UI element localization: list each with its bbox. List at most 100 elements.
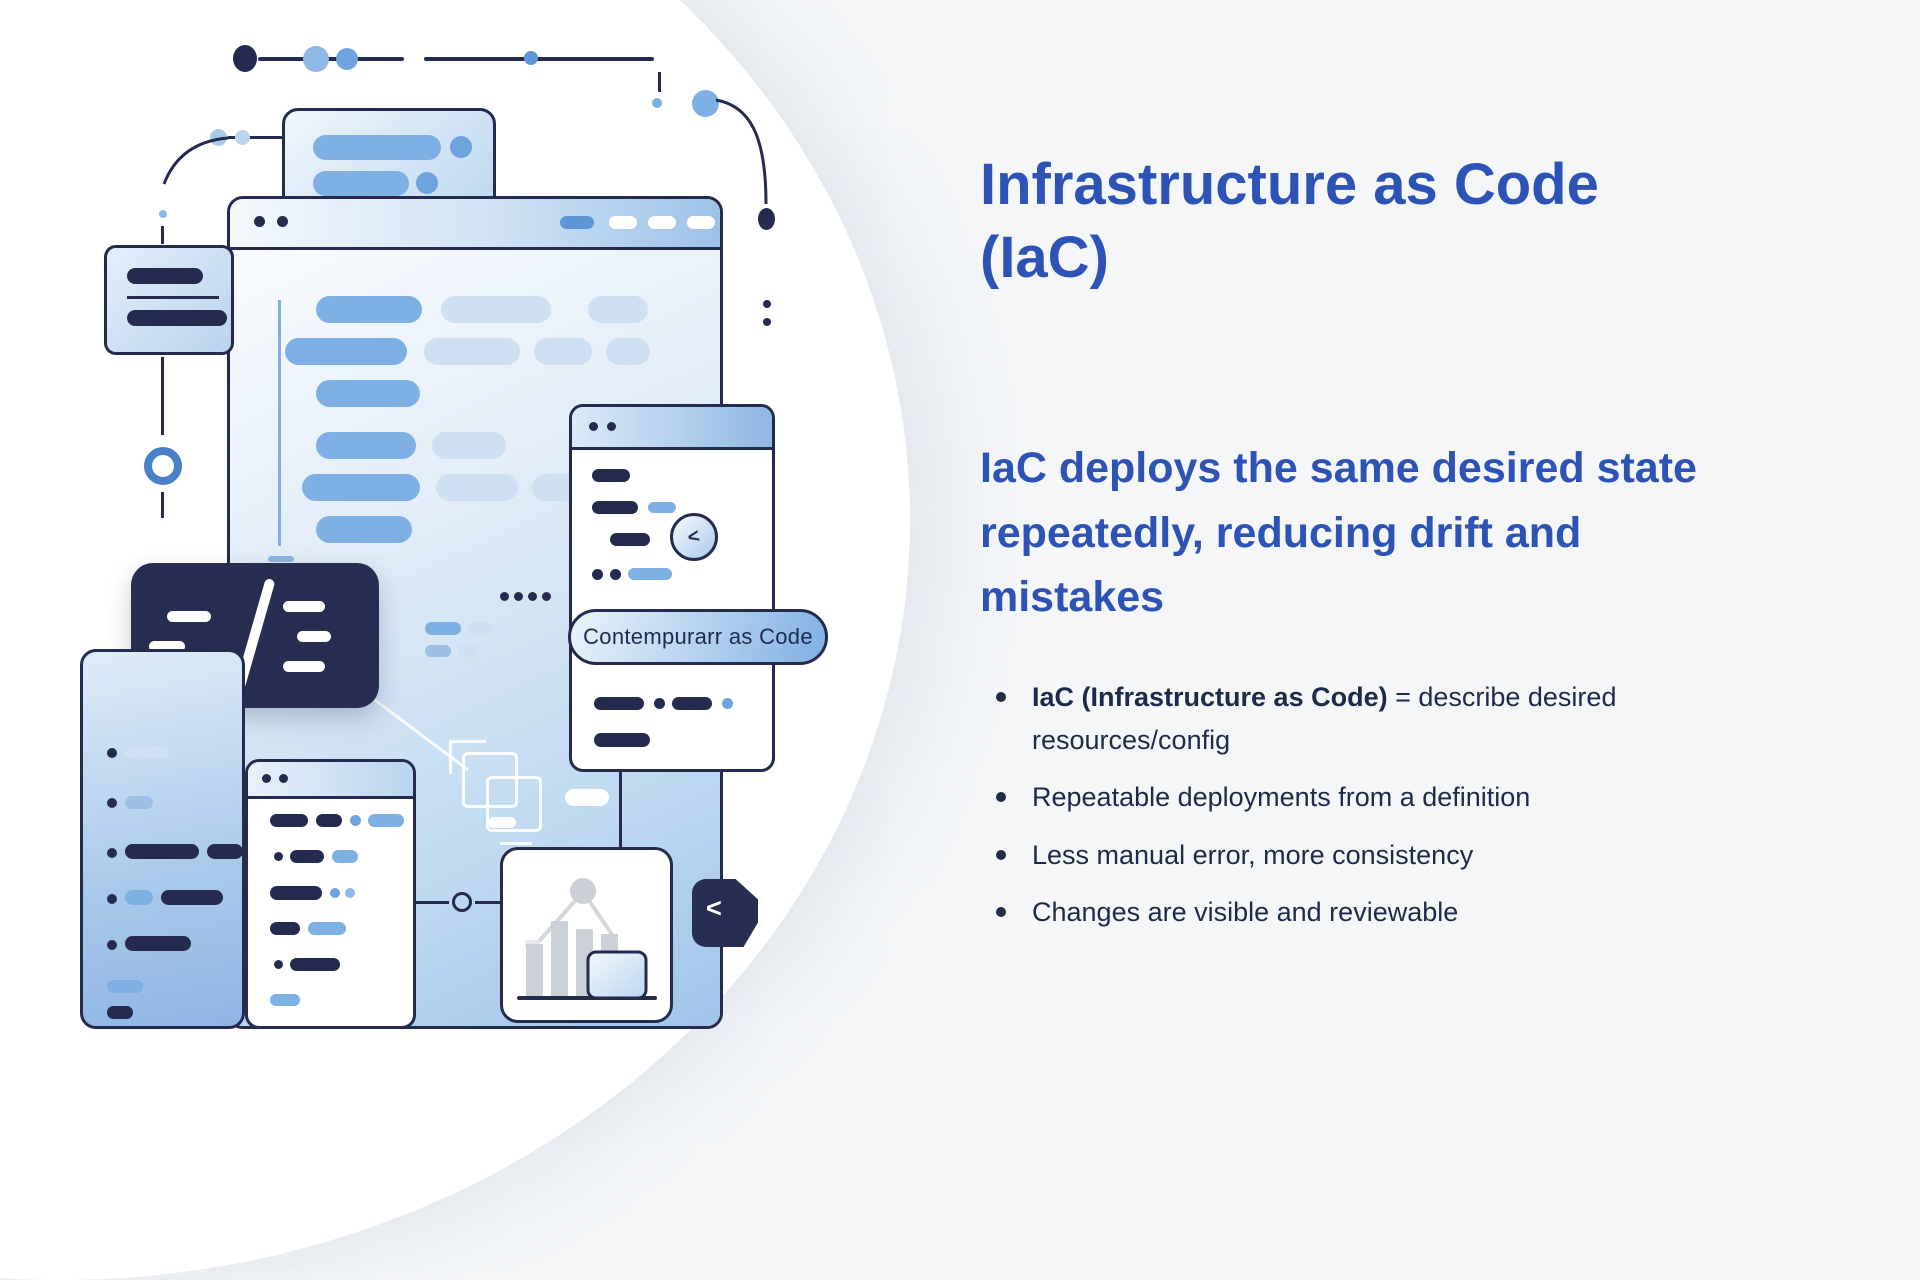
code-dot	[450, 136, 472, 158]
titlebar-pill	[609, 216, 637, 229]
browser-titlebar	[230, 199, 720, 250]
code-line	[432, 432, 506, 459]
code-line	[125, 746, 169, 759]
slide-root: < Contempurarr as Code < Infrastructure …	[0, 0, 1697, 1280]
title-line-2: (IaC)	[980, 225, 1109, 291]
flow-line	[416, 901, 449, 904]
code-dash	[283, 661, 325, 672]
code-line	[107, 980, 143, 993]
iac-illustration: < Contempurarr as Code <	[0, 0, 960, 1080]
code-dot	[107, 940, 117, 950]
bullet-text: Repeatable deployments from a definition	[1032, 782, 1531, 813]
deco-dot	[210, 129, 227, 146]
deco-dot	[758, 208, 775, 230]
deco-line	[424, 57, 654, 61]
mini-browser-window	[245, 759, 416, 1029]
code-line	[285, 338, 407, 365]
code-line	[107, 1006, 133, 1019]
deco-dot	[524, 51, 538, 65]
flow-line	[619, 772, 622, 848]
subtitle: IaC deploys the same desired state repea…	[980, 444, 1697, 621]
deco-line	[161, 226, 164, 244]
code-dash	[297, 631, 331, 642]
copy-icon-bracket	[449, 740, 452, 774]
code-line	[127, 268, 203, 284]
code-dot	[107, 848, 117, 858]
bullet-bold-text: IaC (Infrastructure as Code)	[1032, 682, 1388, 712]
code-dot	[330, 888, 340, 898]
deco-line	[161, 492, 164, 518]
code-circle-icon: <	[670, 513, 718, 561]
window-dot	[279, 774, 288, 783]
window-dot	[607, 422, 616, 431]
deco-line	[228, 136, 284, 139]
titlebar-pill	[560, 216, 594, 229]
page-title: Infrastructure as Code (IaC)	[980, 148, 1599, 294]
copy-icon-underline	[500, 842, 532, 845]
code-line	[290, 850, 324, 863]
ellipsis-dot	[514, 592, 523, 601]
code-dot	[722, 698, 733, 709]
code-line	[270, 814, 308, 827]
deco-dot	[303, 46, 329, 72]
code-dot	[107, 894, 117, 904]
code-line	[316, 814, 342, 827]
deco-dot	[763, 300, 771, 308]
code-line	[534, 338, 592, 365]
bullet-item: IaC (Infrastructure as Code) = describe …	[986, 676, 1686, 762]
titlebar-pill	[687, 216, 715, 229]
code-dot	[416, 172, 438, 194]
code-dot	[274, 960, 283, 969]
copy-icon	[440, 736, 580, 856]
code-line	[672, 697, 712, 710]
code-line	[270, 922, 300, 935]
note-card-left	[104, 245, 234, 355]
code-line	[648, 502, 676, 513]
bar-chart-card	[500, 847, 673, 1023]
deco-dot	[233, 45, 257, 72]
bullet-item: Changes are visible and reviewable	[986, 891, 1686, 934]
deco-line	[258, 57, 404, 61]
code-line	[316, 380, 420, 407]
code-line	[125, 936, 191, 951]
code-line	[606, 338, 650, 365]
code-line	[270, 886, 322, 900]
code-dot	[107, 798, 117, 808]
ellipsis-dot	[500, 592, 509, 601]
code-line	[125, 890, 153, 905]
code-line	[441, 296, 551, 323]
flow-line	[475, 901, 500, 904]
code-dash	[283, 601, 325, 612]
code-line	[610, 533, 650, 546]
code-line	[125, 844, 199, 859]
code-dot	[592, 569, 603, 580]
terminal-corner-icon: <	[692, 879, 758, 947]
titlebar-pill	[648, 216, 676, 229]
code-line	[127, 310, 227, 326]
copy-icon-square	[462, 752, 518, 808]
window-dot	[254, 216, 265, 227]
copy-icon-square	[486, 776, 542, 832]
code-line	[592, 469, 630, 482]
bullet-text: Less manual error, more consistency	[1032, 839, 1474, 870]
iac-badge: Contempurarr as Code	[568, 609, 828, 665]
code-line	[458, 645, 478, 657]
ellipsis-dot	[528, 592, 537, 601]
code-dot	[350, 815, 361, 826]
code-dot	[610, 569, 621, 580]
code-line	[313, 135, 441, 160]
code-line	[316, 432, 416, 459]
deco-line	[161, 357, 164, 435]
bullet-item: Less manual error, more consistency	[986, 834, 1686, 877]
flow-connector-ring	[452, 892, 472, 912]
deco-dot	[652, 98, 662, 108]
code-line	[592, 501, 638, 514]
deco-line	[658, 72, 661, 92]
code-line	[332, 850, 358, 863]
code-dot	[345, 888, 355, 898]
code-window-titlebar	[572, 407, 772, 450]
bullet-list: IaC (Infrastructure as Code) = describe …	[986, 676, 1686, 948]
window-dot	[589, 422, 598, 431]
code-line	[436, 474, 518, 501]
bullet-text: = describe desired resources/config	[1032, 682, 1617, 756]
